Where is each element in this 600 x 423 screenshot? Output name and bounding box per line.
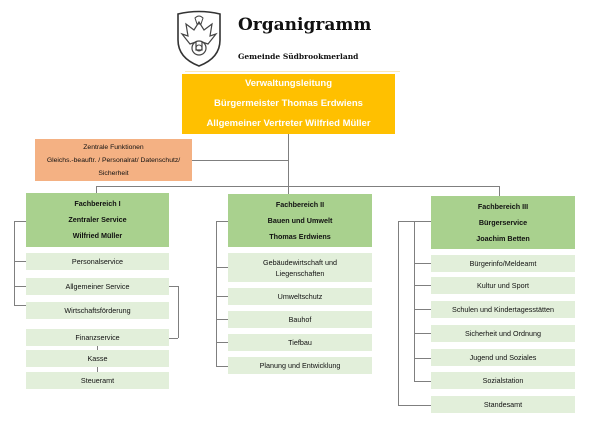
connector-fb3-inner-spine — [414, 221, 415, 381]
connector-fb2-unit — [216, 366, 228, 367]
connector-central-functions — [192, 160, 288, 161]
connector-fb2-unit — [216, 296, 228, 297]
unit-kultur-sport: Kultur und Sport — [431, 277, 575, 294]
connector-fb3-unit — [414, 358, 431, 359]
connector-fb3-unit — [414, 263, 431, 264]
department-lead: Wilfried Müller — [72, 231, 123, 240]
page-subtitle: Gemeinde Südbrookmerland — [238, 52, 359, 61]
connector-fb1-drop — [96, 186, 97, 194]
unit-kasse: Kasse — [26, 350, 169, 367]
connector-fb2-unit — [216, 267, 228, 268]
unit-label: Finanzservice — [75, 333, 120, 342]
connector-fb1-unit — [14, 286, 26, 287]
unit-label: Wirtschaftsförderung — [64, 306, 131, 315]
unit-label: Umweltschutz — [277, 292, 323, 301]
unit-jugend-soziales: Jugend und Soziales — [431, 349, 575, 366]
connector-fb1-spine — [14, 221, 15, 305]
unit-label: Kultur und Sport — [477, 281, 529, 290]
department-area: Bürgerservice — [478, 217, 528, 227]
unit-sozialstation: Sozialstation — [431, 372, 575, 389]
connector-kasse-steuer — [97, 367, 98, 372]
unit-label: Allgemeiner Service — [65, 282, 130, 291]
connector-fb2-unit — [216, 342, 228, 343]
department-name: Fachbereich I — [74, 199, 121, 208]
unit-wirtschaftsfoerderung: Wirtschaftsförderung — [26, 302, 169, 319]
connector-fb2-unit — [216, 319, 228, 320]
unit-standesamt: Standesamt — [431, 396, 575, 413]
department-area: Bauen und Umwelt — [267, 215, 333, 225]
department-name: Fachbereich II — [275, 199, 325, 209]
connector-fb3-outer-spine — [398, 221, 399, 405]
connector-fb3-unit — [414, 309, 431, 310]
department-lead: Thomas Erdwiens — [269, 231, 331, 241]
leadership-box: Verwaltungsleitung Bürgermeister Thomas … — [182, 74, 395, 134]
unit-schulen-kitas: Schulen und Kindertagesstätten — [431, 301, 575, 318]
connector-fb2-spine — [216, 221, 217, 366]
coat-of-arms-eagle-icon — [177, 10, 221, 67]
connector-fb3-drop — [499, 186, 500, 196]
connector-departments-bar — [96, 186, 500, 187]
department-lead: Joachim Betten — [476, 233, 530, 243]
connector-fin-kasse — [97, 346, 98, 350]
central-functions-title: Zentrale Funktionen — [83, 143, 144, 151]
connector-fb3-unit — [414, 381, 431, 382]
department-area: Zentraler Service — [68, 215, 127, 224]
unit-label: Jugend und Soziales — [469, 353, 537, 362]
unit-gebaeudewirtschaft: Gebäudewirtschaft und Liegenschaften — [228, 253, 372, 282]
unit-label: Sozialstation — [482, 376, 524, 385]
unit-finanzservice: Finanzservice — [26, 329, 169, 346]
unit-label-cont: Liegenschaften — [275, 268, 325, 278]
unit-label: Gebäudewirtschaft und — [263, 257, 337, 267]
department-head-fb2: Fachbereich II Bauen und Umwelt Thomas E… — [228, 194, 372, 247]
connector-allg — [169, 286, 178, 287]
connector-fb1-unit — [14, 261, 26, 262]
department-head-fb3: Fachbereich III Bürgerservice Joachim Be… — [431, 196, 575, 249]
connector-fb1-head — [14, 221, 26, 222]
unit-label: Bürgerinfo/Meldeamt — [469, 259, 537, 268]
unit-label: Sicherheit und Ordnung — [465, 329, 541, 338]
unit-allgemeiner-service: Allgemeiner Service — [26, 278, 169, 295]
connector-fb2-head — [216, 221, 228, 222]
unit-label: Bauhof — [288, 315, 312, 324]
central-functions-roles-cont: Sicherheit — [98, 169, 129, 177]
unit-label: Tiefbau — [288, 338, 312, 347]
department-head-fb1: Fachbereich I Zentraler Service Wilfried… — [26, 193, 169, 247]
unit-umweltschutz: Umweltschutz — [228, 288, 372, 305]
connector-fb3-standesamt — [398, 405, 431, 406]
unit-label: Kasse — [87, 354, 108, 363]
unit-label: Steueramt — [80, 376, 115, 385]
leadership-deputy: Allgemeiner Vertreter Wilfried Müller — [206, 118, 371, 129]
unit-label: Planung und Entwicklung — [259, 361, 341, 370]
connector-fb3-unit — [414, 333, 431, 334]
unit-label: Standesamt — [483, 400, 523, 409]
leadership-mayor: Bürgermeister Thomas Erdwiens — [214, 98, 363, 109]
central-functions-roles: Gleichs.-beauftr. / Personalrat/ Datensc… — [46, 156, 181, 164]
unit-steueramt: Steueramt — [26, 372, 169, 389]
department-name: Fachbereich III — [477, 201, 529, 211]
connector-fb1-unit — [14, 305, 26, 306]
unit-planung-entwicklung: Planung und Entwicklung — [228, 357, 372, 374]
unit-tiefbau: Tiefbau — [228, 334, 372, 351]
unit-personalservice: Personalservice — [26, 253, 169, 270]
unit-buergerinfo-meldeamt: Bürgerinfo/Meldeamt — [431, 255, 575, 272]
connector-allg-fin-spine — [178, 286, 179, 338]
connector-leadership-down — [288, 134, 289, 194]
central-functions-box: Zentrale Funktionen Gleichs.-beauftr. / … — [35, 139, 192, 181]
unit-label: Personalservice — [71, 257, 124, 266]
page-title: Organigramm — [238, 15, 372, 35]
connector-fb3-unit — [414, 285, 431, 286]
unit-bauhof: Bauhof — [228, 311, 372, 328]
header-divider — [185, 71, 400, 72]
connector-fin — [169, 338, 178, 339]
leadership-title: Verwaltungsleitung — [244, 78, 333, 89]
unit-label: Schulen und Kindertagesstätten — [452, 305, 554, 314]
unit-sicherheit-ordnung: Sicherheit und Ordnung — [431, 325, 575, 342]
